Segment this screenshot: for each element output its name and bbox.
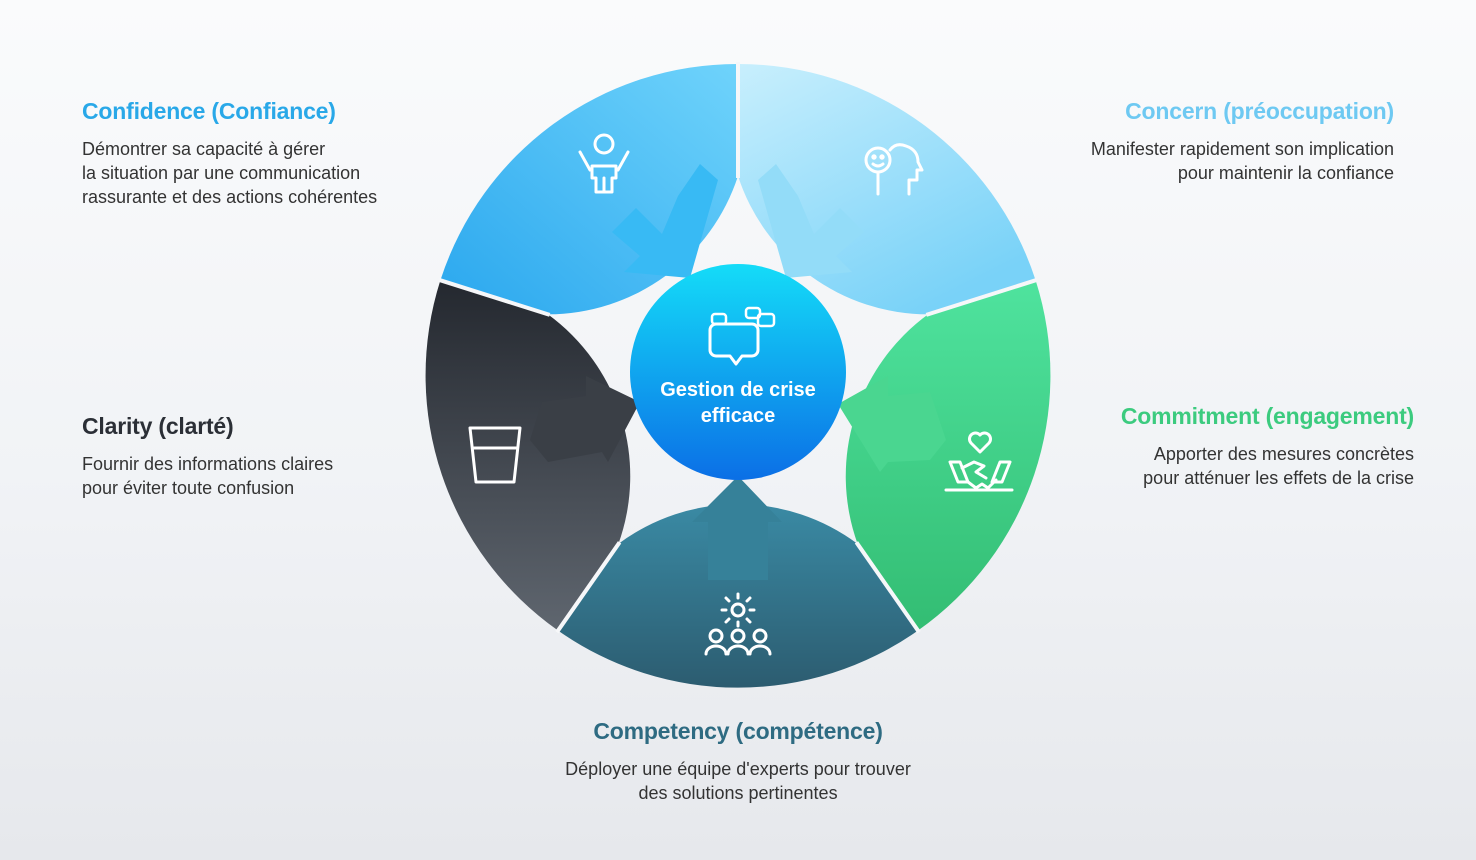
center-circle [630,264,846,480]
competency-line-1: Déployer une équipe d'experts pour trouv… [565,759,911,779]
commitment-title: Commitment (engagement) [1120,403,1414,429]
segment-dividers [437,62,1039,634]
confidence-line-1: Démontrer sa capacité à gérer [82,139,326,159]
confidence-title: Confidence (Confiance) [82,98,336,124]
arrow-concern [758,164,864,278]
arrow-competency [692,476,782,580]
concern-title: Concern (préoccupation) [1125,98,1394,124]
competency-description: Déployer une équipe d'experts pour trouv… [488,757,988,805]
chat-bubbles-icon [708,306,776,366]
concern-description: Manifester rapidement son implication po… [1014,137,1394,185]
confidence-block: Confidence (Confiance) Démontrer sa capa… [82,98,462,209]
commitment-line-1: Apporter des mesures concrètes [1153,444,1414,464]
competency-title: Competency (compétence) [593,718,883,744]
confidence-description: Démontrer sa capacité à gérer la situati… [82,137,462,209]
person-arms-up-icon [578,133,630,194]
arrow-commitment [838,376,946,472]
center-label-line1: Gestion de crise [660,379,816,401]
clarity-line-2: pour éviter toute confusion [82,478,295,498]
glass-icon [468,426,522,484]
concern-line-2: pour maintenir la confiance [1177,163,1394,183]
team-gear-icon [704,592,772,656]
heart-handshake-icon [944,431,1014,492]
arrow-clarity [530,376,640,462]
concern-line-1: Manifester rapidement son implication [1090,139,1394,159]
commitment-block: Commitment (engagement) Apporter des mes… [1014,403,1414,490]
commitment-description: Apporter des mesures concrètes pour atté… [1014,442,1414,490]
competency-line-2: des solutions pertinentes [638,783,838,803]
confidence-line-3: rassurante et des actions cohérentes [82,187,378,207]
clarity-title: Clarity (clarté) [82,413,234,439]
concern-block: Concern (préoccupation) Manifester rapid… [1014,98,1394,185]
commitment-line-2: pour atténuer les effets de la crise [1143,468,1414,488]
center-label: Gestion de crise efficace [630,377,846,429]
segment-clarity [425,280,631,631]
competency-block: Competency (compétence) Déployer une équ… [488,718,988,805]
confidence-line-2: la situation par une communication [82,163,361,183]
segment-commitment [845,280,1051,631]
clarity-description: Fournir des informations claires pour év… [82,452,462,500]
clarity-block: Clarity (clarté) Fournir des information… [82,413,462,500]
clarity-line-1: Fournir des informations claires [82,454,334,474]
center-label-line2: efficace [700,405,776,427]
head-smile-icon [864,143,924,196]
arrow-confidence [612,164,718,278]
